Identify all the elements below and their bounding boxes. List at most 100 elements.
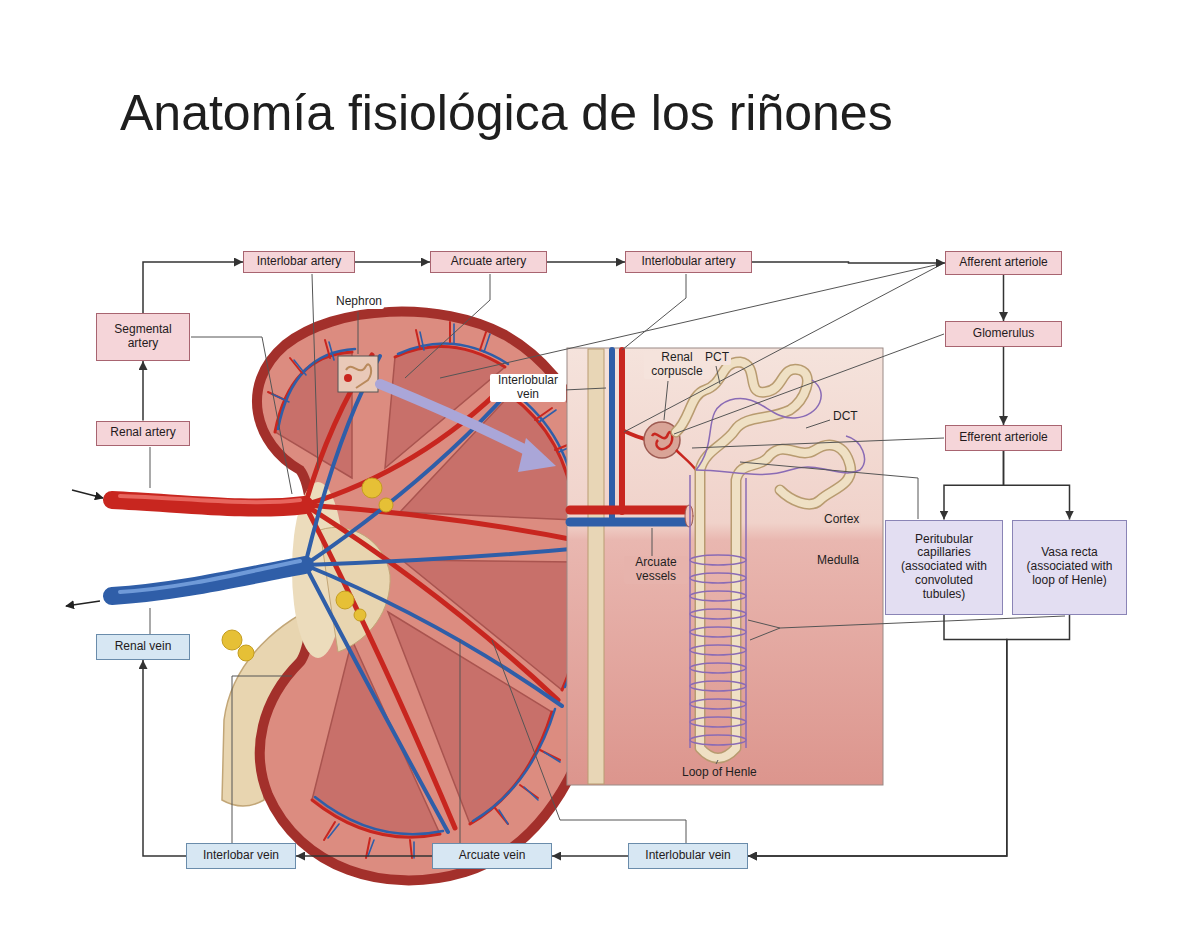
- capillary-network: [690, 663, 746, 673]
- capillary-network: [690, 681, 746, 691]
- arcuate-arteries: [275, 347, 578, 838]
- inset-vessels: [685, 505, 693, 527]
- node-text: Renal artery: [110, 426, 175, 440]
- renal-artery-vessel: [112, 496, 305, 508]
- arcuate-veins: [278, 344, 581, 835]
- artery-box: Afferent arteriole: [945, 251, 1062, 275]
- part-label: Arcuate vessels: [624, 556, 688, 584]
- flow-arrow: [547, 261, 625, 263]
- flow-in-arrow: [72, 490, 103, 498]
- node-text: Interlobar artery: [257, 255, 342, 269]
- node-text: Arcuate vein: [459, 849, 526, 863]
- interlobular-twigs-blue: [329, 342, 334, 360]
- arcuate-arteries: [312, 800, 440, 837]
- renal-pyramid: [275, 347, 578, 838]
- leader-lines: [150, 608, 151, 634]
- node-text: Interlobular vein: [645, 849, 730, 863]
- capillary-network: [690, 555, 746, 565]
- node-text: Interlobar vein: [203, 849, 279, 863]
- leader-lines: [312, 274, 318, 470]
- nephron-inset: [567, 348, 883, 785]
- capillary-network: [690, 380, 864, 748]
- interlobular-twigs-blue: [420, 332, 424, 350]
- nephron-marker: [338, 356, 378, 392]
- leader-lines: [806, 420, 830, 428]
- artery-box: Segmental artery: [96, 313, 190, 361]
- interlobar-veins: [305, 356, 582, 832]
- leader-lines: [440, 263, 944, 378]
- leader-lines: [664, 381, 668, 420]
- flow-arrow: [748, 615, 1007, 857]
- interlobular-twigs-blue: [524, 787, 538, 800]
- capillary-network: [690, 591, 746, 601]
- node-text: Peritubular capillaries (associated with…: [892, 533, 996, 602]
- part-label: Cortex: [822, 513, 861, 527]
- interlobar-veins: [305, 548, 582, 565]
- vein-box: Renal vein: [96, 634, 190, 660]
- capillary-network: [690, 699, 746, 709]
- interlobular-twigs-blue: [539, 410, 556, 422]
- part-label: Nephron: [334, 295, 384, 309]
- node-text: Efferent arteriole: [959, 431, 1048, 445]
- interlobular-twigs-blue: [368, 840, 374, 856]
- interlobular-twigs-red: [290, 358, 302, 373]
- adipose-tissue: [379, 498, 393, 512]
- inset-vessels: [570, 518, 688, 527]
- flow-arrow: [1003, 347, 1005, 425]
- interlobar-arteries: [305, 505, 455, 828]
- node-text: Interlobular artery: [641, 255, 735, 269]
- capillary-network: [690, 609, 746, 619]
- leader-lines: [492, 640, 686, 843]
- vein-box: Interlobar vein: [186, 843, 296, 869]
- renal-vein-vessel: [112, 561, 305, 596]
- capillary-network: [690, 573, 746, 583]
- kidney-outline: [257, 312, 612, 881]
- node-text: Glomerulus: [973, 327, 1034, 341]
- interlobular-twigs-blue: [544, 752, 560, 762]
- inset-vessels: [570, 506, 688, 515]
- leader-lines: [460, 640, 461, 843]
- adipose-tissue: [238, 645, 254, 661]
- leader-lines: [716, 760, 718, 764]
- interlobar-veins: [305, 388, 512, 565]
- capillary-network: [690, 645, 746, 655]
- renal-vein-vessel: [120, 561, 300, 592]
- flow-arrow: [143, 660, 186, 856]
- capillary-box: Vasa recta (associated with loop of Henl…: [1012, 520, 1127, 615]
- flow-arrow: [748, 615, 1070, 857]
- leader-lines: [405, 274, 490, 378]
- artery-box: Efferent arteriole: [945, 425, 1062, 451]
- interlobar-arteries: [305, 505, 558, 700]
- leader-lines: [358, 312, 359, 354]
- node-text: Vasa recta (associated with loop of Henl…: [1019, 546, 1120, 587]
- interlobular-twigs-blue: [272, 324, 600, 858]
- vein-box: Arcuate vein: [432, 843, 552, 869]
- interlobular-twigs-blue: [294, 360, 306, 375]
- adipose-tissue: [354, 609, 366, 621]
- flow-arrow: [296, 855, 432, 857]
- adipose-tissue: [336, 591, 354, 609]
- part-label: Medulla: [815, 554, 861, 568]
- interlobular-twigs-red: [268, 322, 600, 858]
- collecting-duct: [588, 349, 604, 784]
- leader-lines: [150, 447, 151, 488]
- part-label: Renal corpuscle: [644, 351, 710, 379]
- adipose-tissue: [222, 478, 393, 661]
- capillary-network: [690, 717, 746, 727]
- artery-box: Renal artery: [96, 421, 190, 446]
- leader-lines: [624, 263, 944, 432]
- flow-arrow: [1003, 275, 1005, 321]
- arcuate-arteries: [470, 712, 552, 824]
- capillary-network: [696, 380, 821, 470]
- interlobular-twigs-blue: [499, 810, 508, 824]
- capillary-box: Peritubular capillaries (associated with…: [885, 520, 1003, 615]
- artery-box: Interlobar artery: [243, 251, 355, 273]
- artery-box: Interlobular artery: [625, 251, 752, 273]
- vein-box: Interlobular vein: [628, 843, 748, 869]
- renal-corpuscle: [676, 450, 696, 470]
- interlobular-twigs-red: [449, 322, 451, 342]
- capillary-network: [689, 475, 691, 748]
- capillary-network: [690, 627, 746, 637]
- leader-lines: [232, 676, 292, 843]
- interlobular-twigs-blue: [328, 824, 339, 838]
